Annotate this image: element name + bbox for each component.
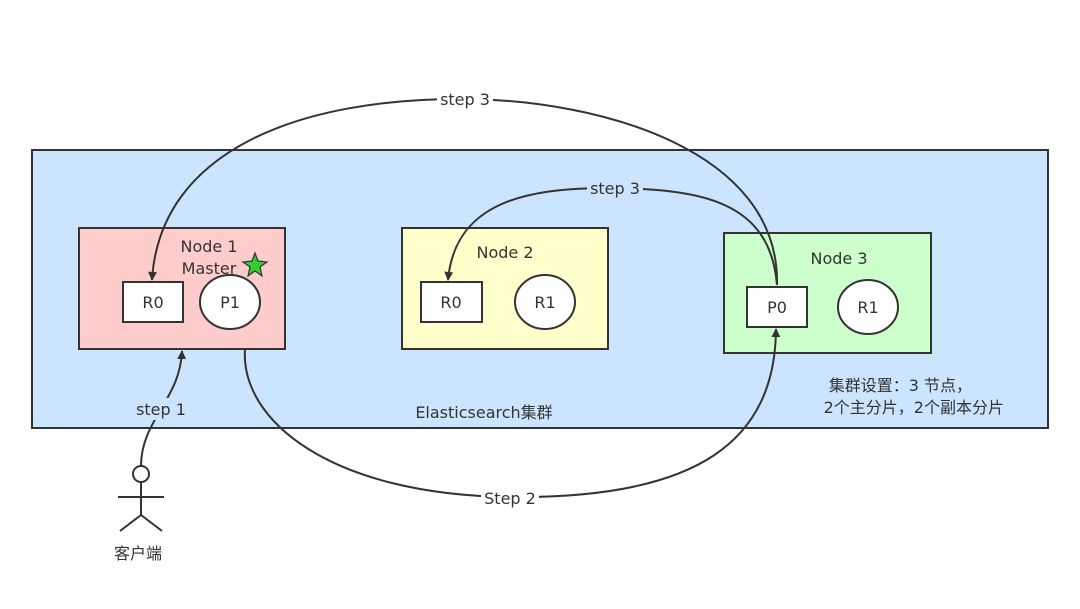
step-1-label: step 1 (136, 400, 186, 419)
step-3-inner-label: step 3 (590, 179, 640, 198)
node-1-shard-r0 (122, 281, 184, 323)
node-2: Node 2 R0 R1 (401, 227, 609, 350)
node-1-shard-p1 (199, 274, 261, 330)
step-2-label-bg (481, 488, 539, 510)
cluster-note-line2: 2个主分片，2个副本分片 (824, 398, 1004, 417)
master-star-icon (241, 251, 269, 278)
step-1-label-bg (133, 398, 189, 420)
step-3-outer-label-bg (437, 89, 493, 111)
node-3-shard-p0-label: P0 (767, 298, 787, 317)
node-2-shard-r0 (420, 281, 483, 323)
node-2-shard-r1-label: R1 (534, 293, 555, 312)
client-label: 客户端 (114, 544, 162, 563)
cluster-note-line1: 集群设置：3 节点， (829, 376, 972, 395)
person-icon (118, 465, 164, 532)
step-2-label: Step 2 (484, 489, 536, 508)
node-3-title: Node 3 (810, 249, 867, 268)
node-2-shard-r0-label: R0 (440, 293, 461, 312)
node-1: Node 1 Master R0 P1 (78, 227, 286, 350)
node-1-title: Node 1 (180, 237, 237, 256)
step-3-inner-label-bg (587, 178, 643, 200)
node-3-shard-r1 (837, 279, 899, 335)
node-3-shard-p0 (746, 286, 808, 328)
cluster-label: Elasticsearch集群 (415, 403, 552, 422)
node-2-title: Node 2 (476, 243, 533, 262)
client: 客户端 (114, 465, 164, 563)
node-1-master-label: Master (182, 259, 237, 278)
node-3-shard-r1-label: R1 (857, 298, 878, 317)
node-3: Node 3 P0 R1 (723, 232, 932, 354)
step-labels: step 1 Step 2 step 3 step 3 (133, 89, 643, 510)
node-1-shard-r0-label: R0 (142, 293, 163, 312)
node-1-shard-p1-label: P1 (220, 293, 240, 312)
node-2-shard-r1 (514, 274, 576, 330)
step-3-outer-label: step 3 (440, 90, 490, 109)
